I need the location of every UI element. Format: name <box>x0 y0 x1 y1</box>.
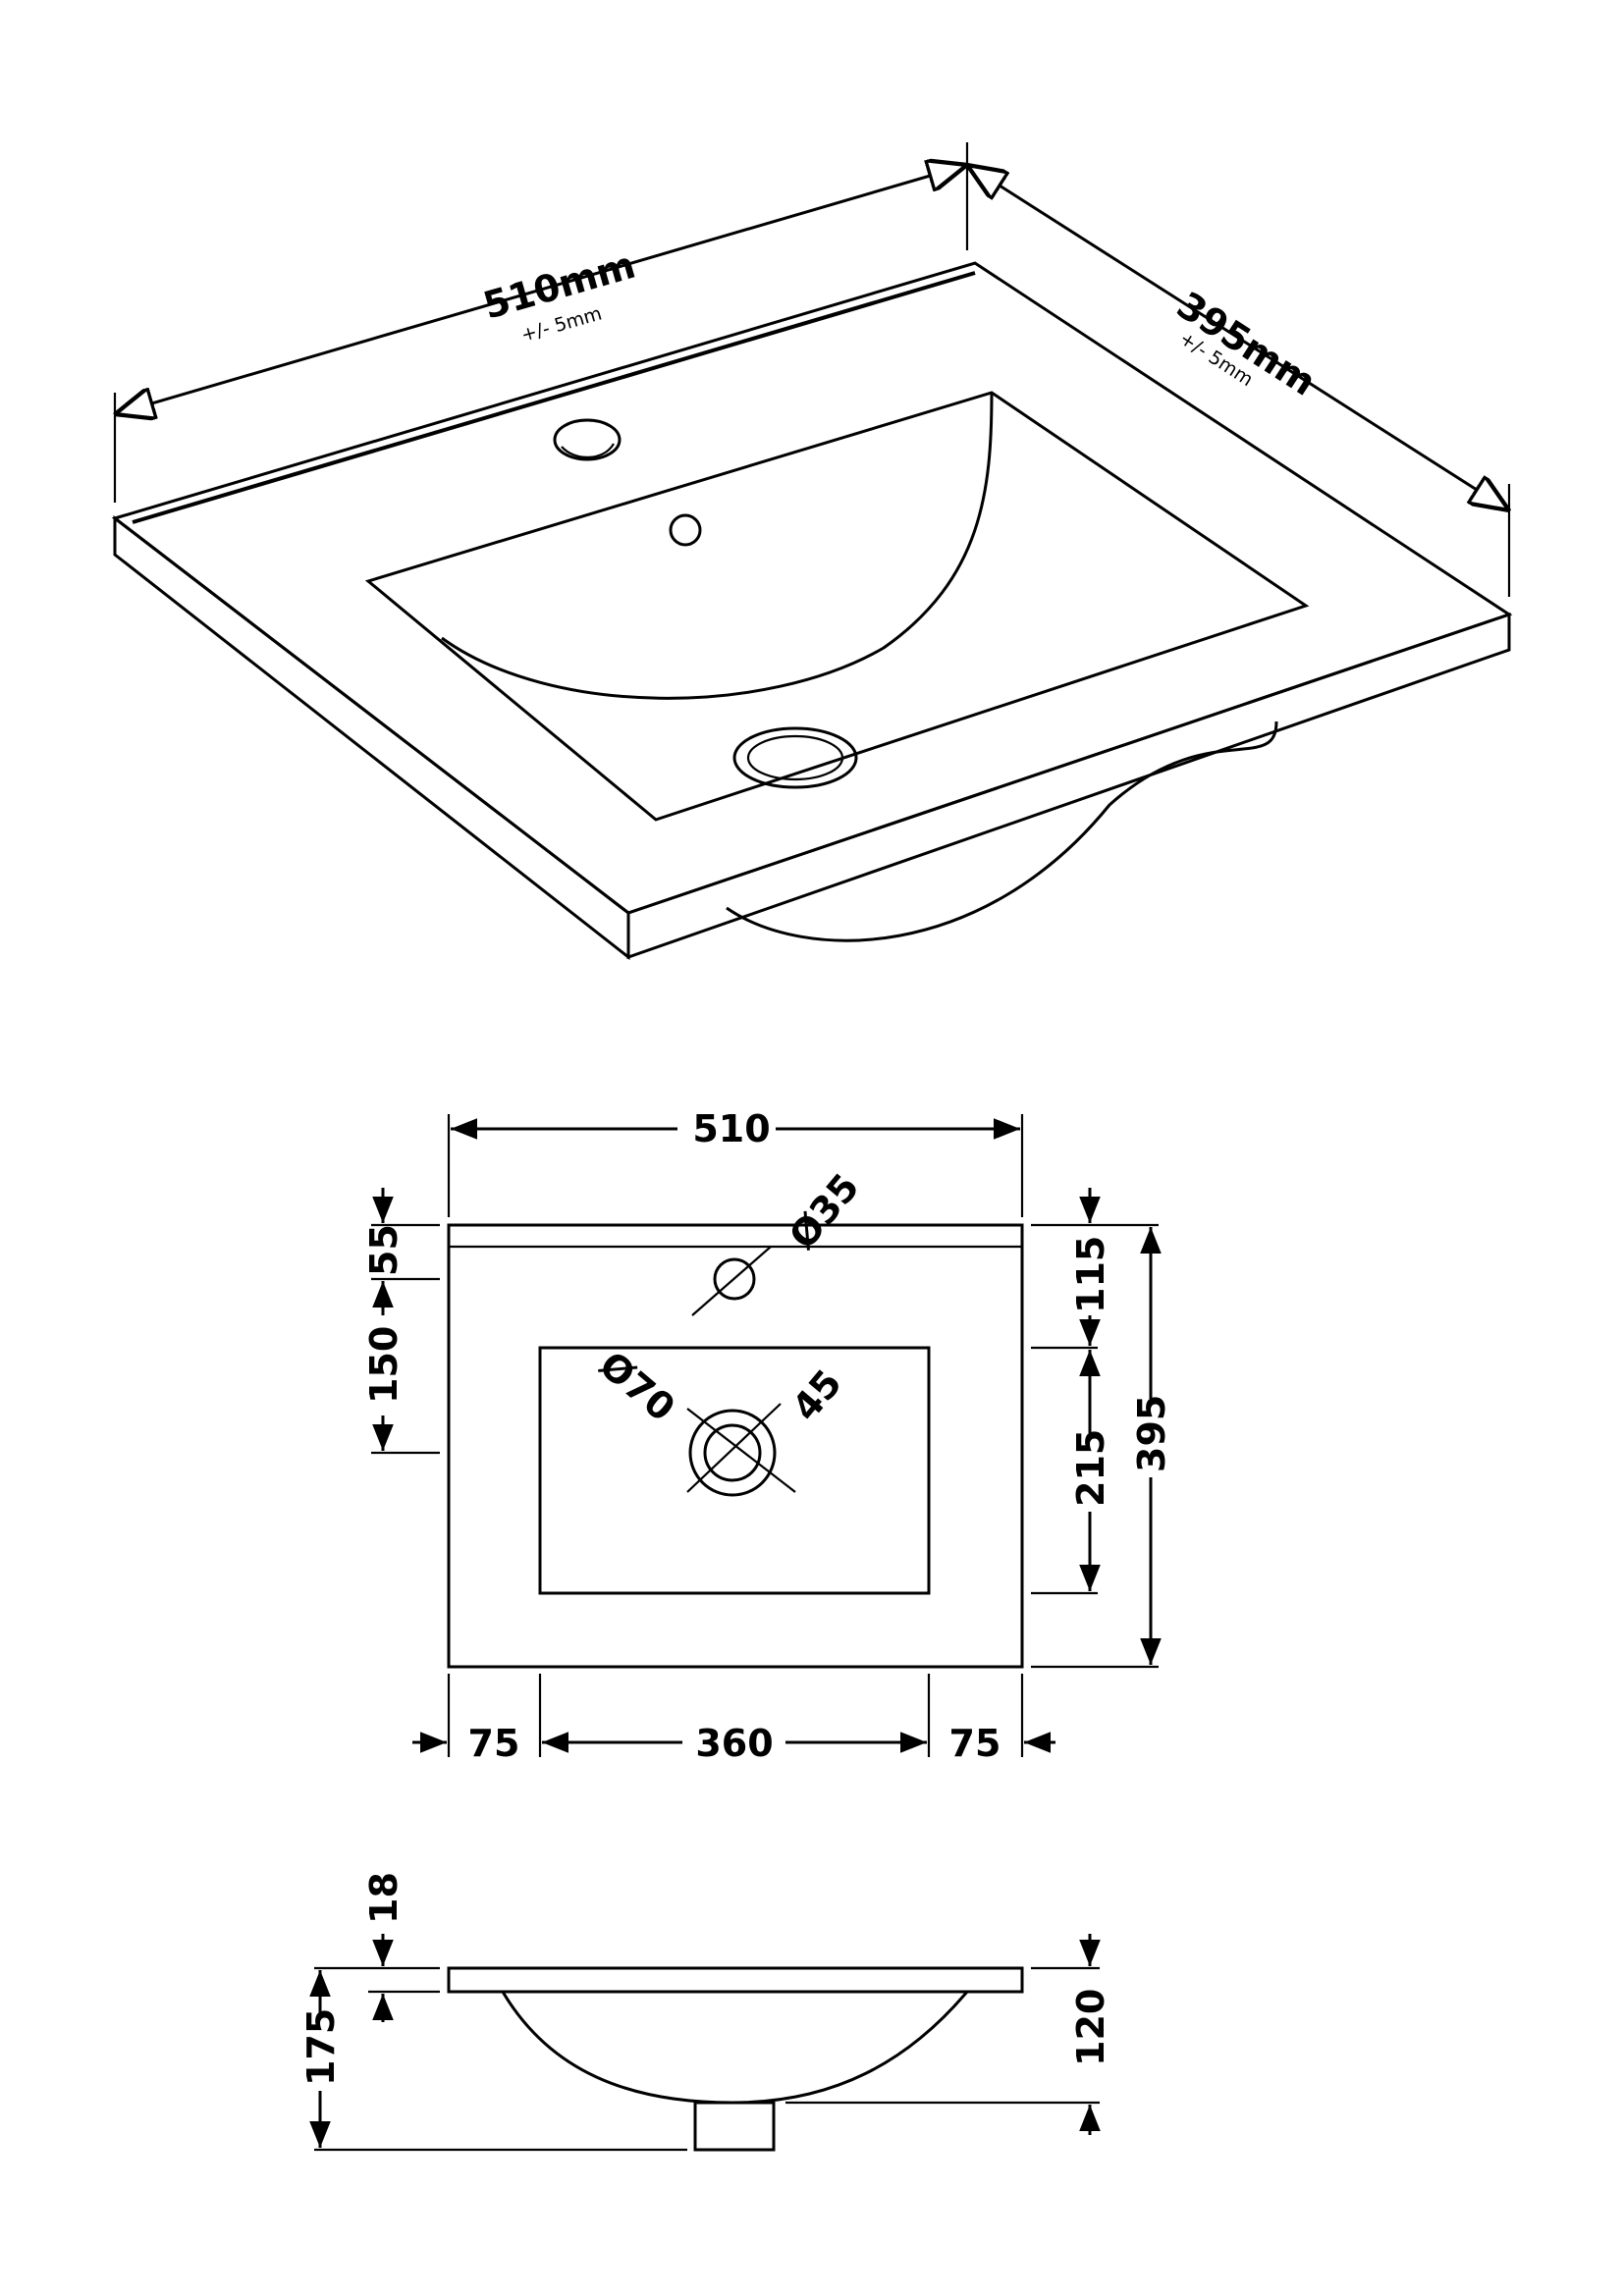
side-total-height-label: 175 <box>299 2008 343 2086</box>
side-slab-thickness-label: 18 <box>362 1872 406 1924</box>
side-bowl-height-label: 120 <box>1069 1989 1112 2066</box>
iso-bowl-underside <box>726 721 1278 942</box>
iso-bowl-curve <box>441 392 994 700</box>
isometric-view: 510mm +/- 5mm 395mm +/- 5mm <box>115 142 1511 961</box>
plan-left-margin-label: 75 <box>468 1722 520 1765</box>
side-slab <box>447 1966 1024 1994</box>
plan-tap-diameter-label: Ø35 <box>781 1165 867 1257</box>
side-view: 18 175 120 <box>299 1872 1112 2152</box>
iso-bowl-opening <box>364 391 1310 822</box>
plan-bowl-from-tap-label: 150 <box>362 1326 406 1404</box>
plan-bowl-width-label: 360 <box>695 1722 773 1765</box>
plan-tap-hole <box>713 1257 756 1301</box>
plan-waste-inner <box>703 1423 762 1482</box>
iso-right-edge <box>626 612 1511 960</box>
iso-waste <box>732 726 858 789</box>
plan-waste-diameter-label: Ø70 <box>591 1343 683 1429</box>
side-bowl <box>501 1991 969 2105</box>
plan-bowl <box>538 1346 931 1595</box>
plan-width-label: 510 <box>692 1107 770 1150</box>
plan-back-to-bowl-label: 115 <box>1069 1236 1112 1313</box>
iso-tap-hole <box>553 418 622 461</box>
plan-waste-outer <box>688 1409 777 1497</box>
plan-overall-depth-label: 395 <box>1130 1395 1173 1472</box>
plan-bowl-depth-label: 215 <box>1069 1429 1112 1507</box>
iso-back-stripe <box>132 271 976 524</box>
plan-tap-from-back-label: 55 <box>362 1224 406 1276</box>
plan-view: 510 Ø35 Ø70 45 55 150 115 215 395 <box>362 1107 1173 1765</box>
iso-width-dimension-line <box>115 165 967 414</box>
side-waste-outlet <box>693 2101 776 2152</box>
iso-overflow <box>669 513 702 547</box>
plan-waste-inner-label: 45 <box>784 1362 850 1429</box>
iso-depth-dimension-line <box>967 165 1509 510</box>
plan-outline <box>447 1223 1024 1669</box>
plan-right-margin-label: 75 <box>949 1722 1001 1765</box>
